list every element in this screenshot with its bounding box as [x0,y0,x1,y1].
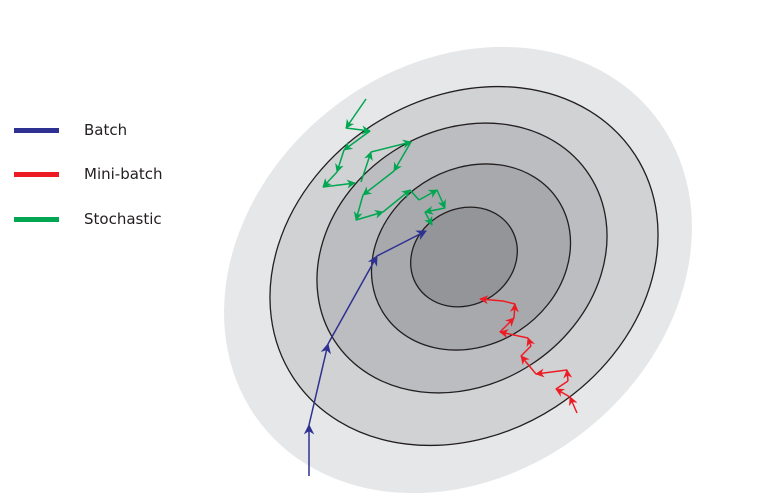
mini-batch-swatch [14,171,59,177]
legend-item-batch: Batch [14,118,127,142]
legend-label-stochastic: Stochastic [84,210,162,228]
batch-swatch [14,127,59,133]
legend-label-mini-batch: Mini-batch [84,165,163,183]
stochastic-swatch [14,216,59,222]
legend-item-stochastic: Stochastic [14,207,162,231]
legend-label-batch: Batch [84,121,128,139]
batch-path [303,230,427,476]
mini-batch-path [479,295,578,414]
stochastic-path [322,98,446,226]
legend-item-mini-batch: Mini-batch [14,162,163,186]
